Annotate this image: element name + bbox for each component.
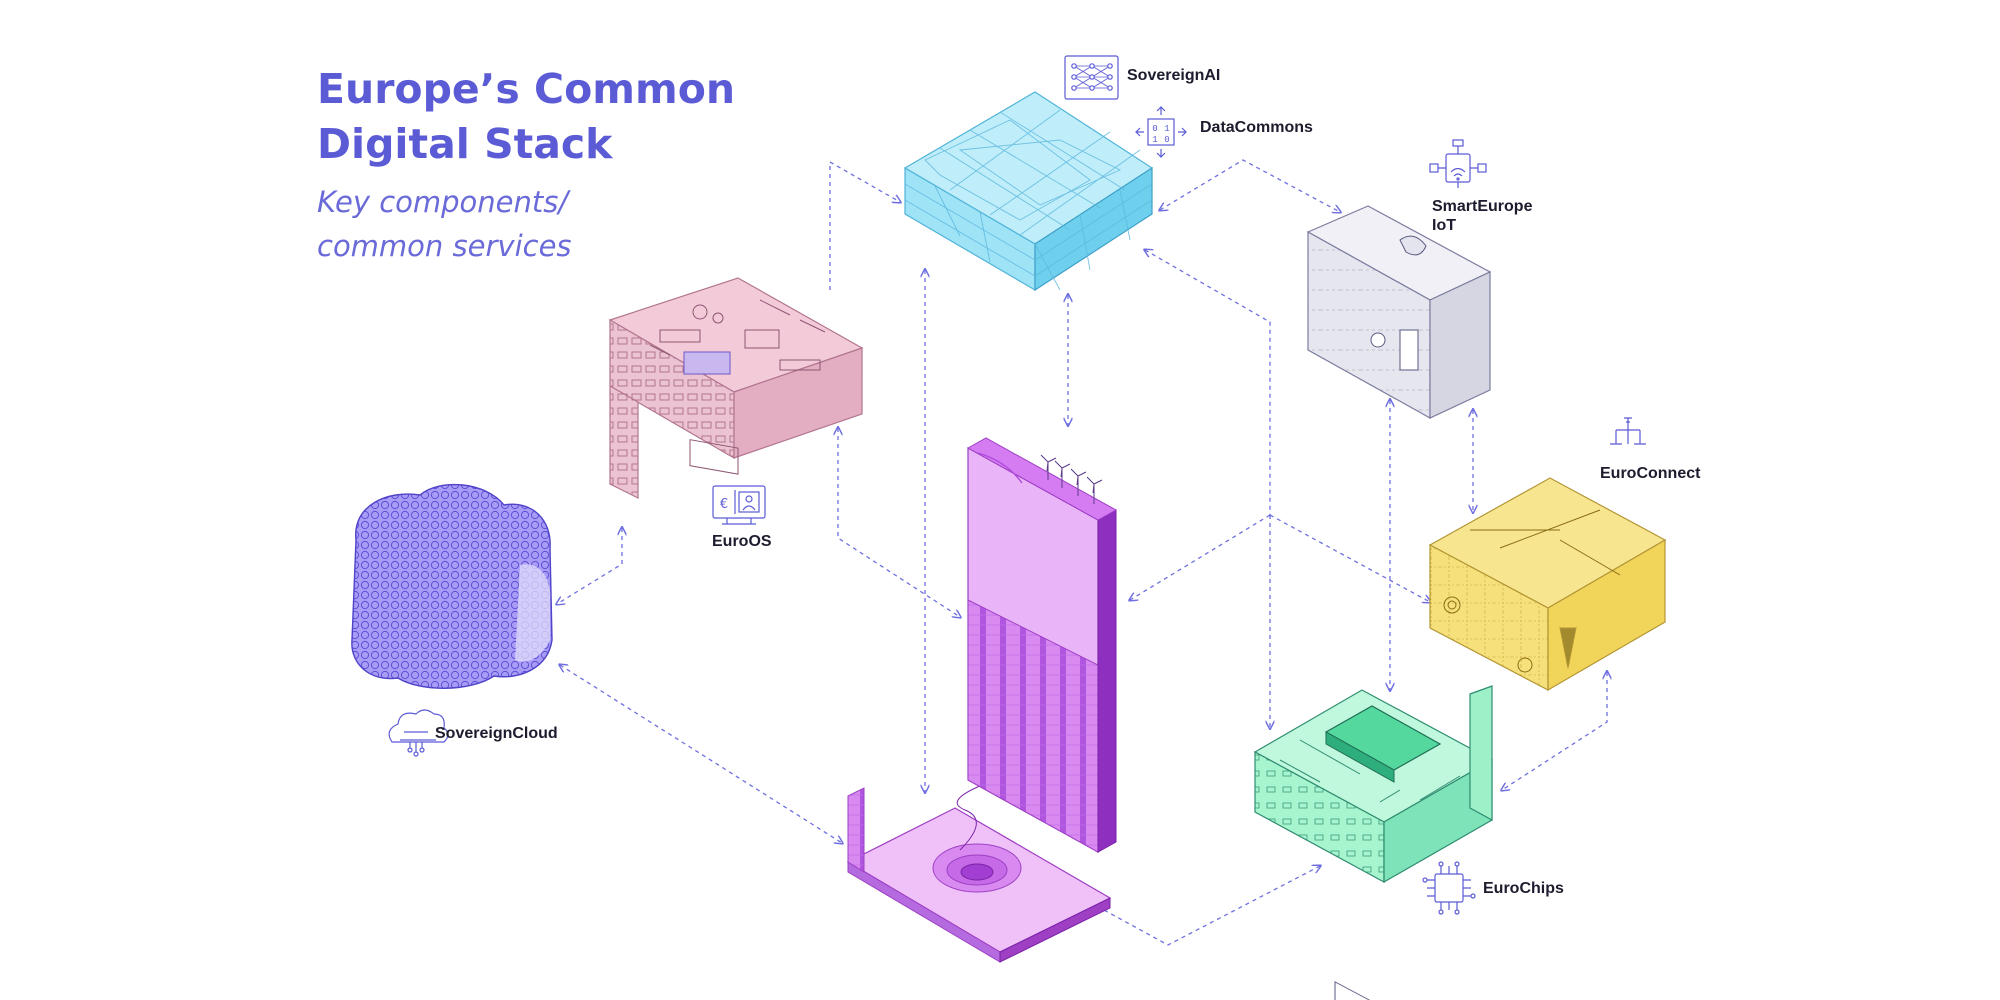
- label-sovereign-cloud: SovereignCloud: [435, 725, 558, 742]
- connector-connect-to-chips: [1502, 672, 1607, 790]
- smarteurope-iot-illustration: [1306, 205, 1492, 1000]
- label-euro-connect: EuroConnect: [1600, 465, 1701, 482]
- label-euro-chips: EuroChips: [1483, 880, 1564, 897]
- connector-ai-to-iot: [1160, 159, 1340, 212]
- euroos-illustration: [608, 277, 864, 499]
- connector-euroos-to-ai: [829, 160, 900, 290]
- title-line-1: Europe’s Common: [317, 65, 736, 113]
- cloud-circuit-icon: [388, 709, 449, 757]
- label-data-commons: DataCommons: [1200, 119, 1313, 136]
- chip-icon: [1422, 861, 1476, 915]
- binary-digit: 1: [1152, 135, 1157, 145]
- connector-cloud-to-tower: [560, 665, 842, 843]
- title-line-2: Digital Stack: [317, 120, 613, 168]
- euro-symbol: €: [720, 497, 728, 512]
- connector-os-to-tower: [838, 428, 960, 617]
- subtitle-line-2: common services: [317, 229, 572, 263]
- connectors: [557, 159, 1607, 946]
- label-smarteurope-iot-line-2: IoT: [1432, 217, 1456, 234]
- monitor-icon: [712, 485, 766, 525]
- iot-device-icon: [1429, 139, 1487, 188]
- label-euro-os: EuroOS: [712, 533, 772, 550]
- binary-digit: 1: [1164, 124, 1169, 134]
- sovereign-cloud-illustration: [351, 483, 553, 689]
- binary-digit: 0: [1164, 135, 1169, 145]
- network-tree-icon: [1610, 417, 1646, 445]
- label-smarteurope-iot-line-1: SmartEurope: [1432, 198, 1533, 215]
- binary-data-icon: 0 1 1 0: [1135, 106, 1187, 158]
- eurochips-illustration: [1253, 685, 1494, 884]
- connector-hub-to-connect: [1269, 514, 1430, 602]
- page-subtitle: Key components/ common services: [317, 180, 737, 268]
- sovereign-ai-illustration: [903, 91, 1154, 292]
- central-tower-illustration: [846, 437, 1118, 963]
- connector-os-to-cloud: [557, 528, 622, 604]
- label-sovereign-ai: SovereignAI: [1127, 67, 1221, 84]
- neural-network-icon: [1064, 55, 1119, 100]
- binary-digit: 0: [1152, 124, 1157, 134]
- connector-hub-to-tower: [1130, 514, 1271, 600]
- subtitle-line-1: Key components/: [317, 185, 569, 219]
- connector-chips-to-tower: [1082, 866, 1320, 946]
- connector-ai-to-hub: [1145, 250, 1271, 515]
- page-title: Europe’s Common Digital Stack: [317, 62, 837, 172]
- label-smarteurope-iot: SmartEurope IoT: [1432, 197, 1532, 235]
- euroconnect-illustration: [1428, 477, 1667, 692]
